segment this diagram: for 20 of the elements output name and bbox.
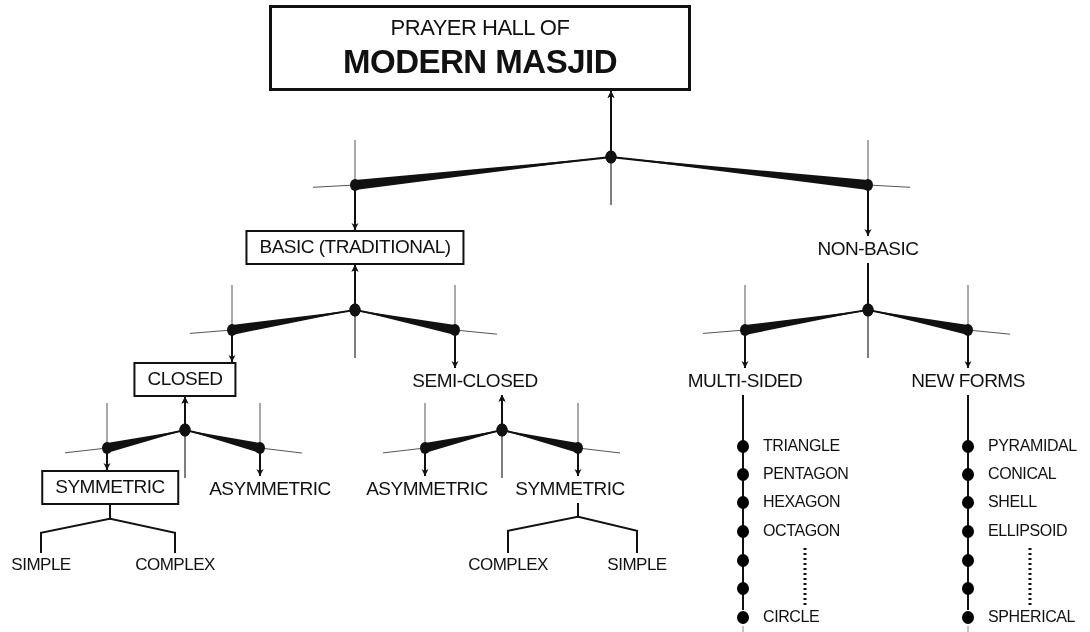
title-text: MODERN MASJID — [343, 42, 617, 82]
list-trunk-line — [742, 393, 744, 611]
list-label: PYRAMIDAL — [988, 437, 1077, 455]
category-box: SYMMETRIC — [41, 470, 179, 505]
list-label: CONICAL — [988, 465, 1057, 483]
list-label: HEXAGON — [763, 493, 841, 511]
list-label: TRIANGLE — [763, 437, 840, 455]
list-label: OCTAGON — [763, 522, 840, 540]
title-text: PRAYER HALL OF — [390, 14, 570, 42]
connector-line — [109, 503, 176, 554]
category-box: BASIC (TRADITIONAL) — [245, 230, 465, 265]
list-label: SPHERICAL — [988, 608, 1076, 626]
list-label: ELLIPSOID — [988, 522, 1068, 540]
connector-line — [577, 501, 638, 554]
list-label: SHELL — [988, 493, 1037, 511]
title-box — [269, 5, 691, 91]
category-box: CLOSED — [133, 362, 237, 397]
list-trunk-line — [967, 393, 969, 611]
list-label: CIRCLE — [763, 608, 820, 626]
list-label: PENTAGON — [763, 465, 849, 483]
